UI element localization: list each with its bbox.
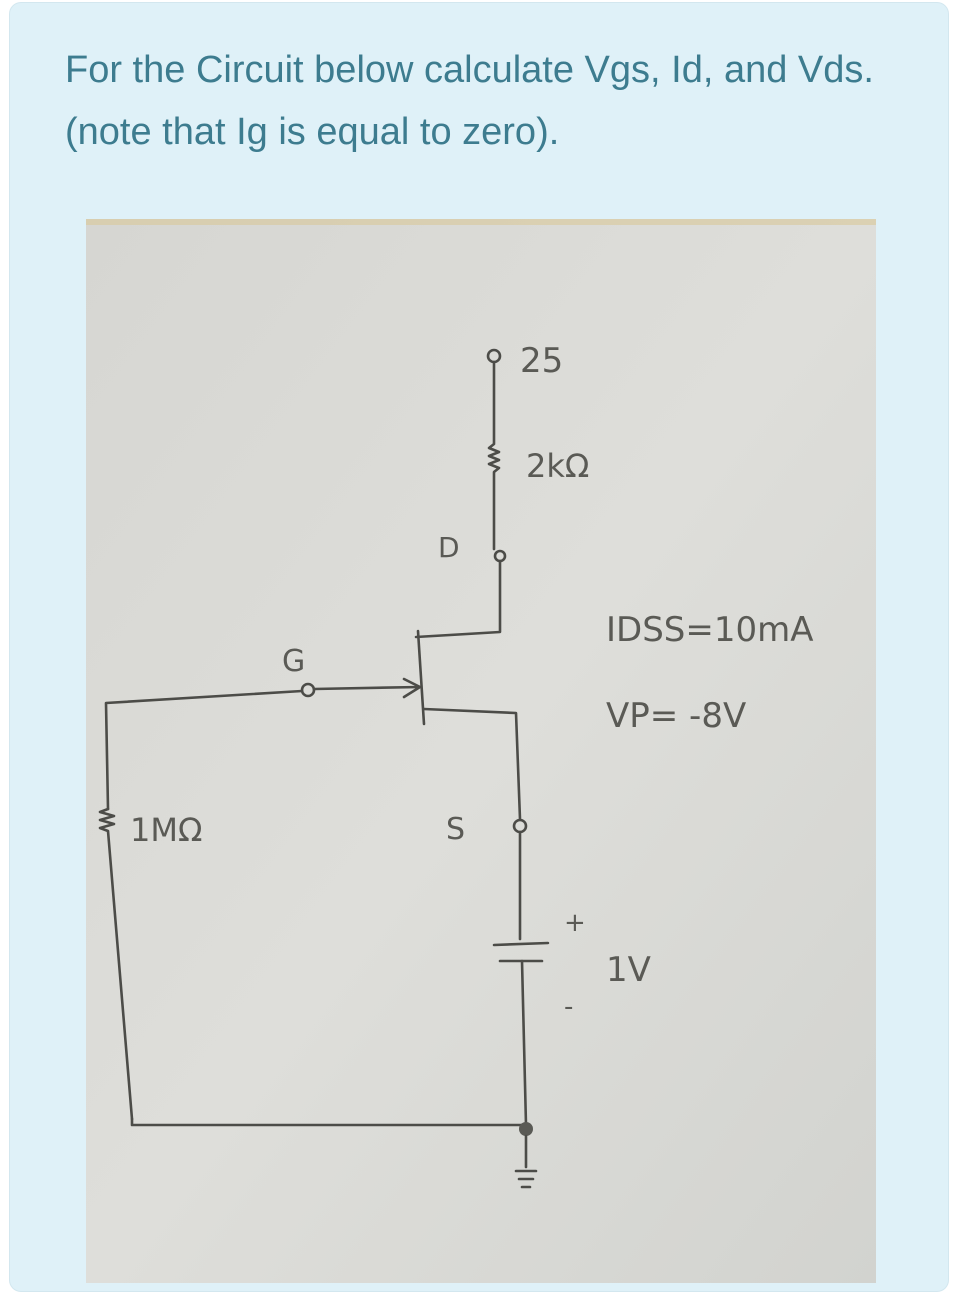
source-label: S	[446, 812, 465, 847]
drain-label: D	[438, 531, 460, 564]
gate-label: G	[282, 644, 305, 679]
gate-resistor-label: 1MΩ	[130, 811, 202, 849]
supply-label: 25	[520, 341, 563, 381]
circuit-photo: 25 2kΩ D G 1MΩ S	[86, 219, 876, 1283]
drain-wire	[414, 559, 502, 639]
gate-arrow	[312, 677, 422, 699]
idss-label: IDSS=10mA	[606, 610, 814, 650]
bottom-wire	[130, 1117, 528, 1127]
drain-resistor-label: 2kΩ	[526, 447, 589, 485]
battery-plus: +	[564, 908, 586, 938]
source-wire	[422, 707, 522, 821]
paper-background	[86, 219, 876, 1283]
question-card: For the Circuit below calculate Vgs, Id,…	[9, 2, 949, 1292]
paper-edge	[86, 219, 876, 225]
battery-minus: -	[564, 992, 573, 1022]
ground-symbol	[514, 1134, 538, 1189]
gate-resistor	[98, 807, 134, 1121]
question-text: For the Circuit below calculate Vgs, Id,…	[65, 49, 874, 153]
drain-resistor	[487, 360, 501, 551]
gate-wire	[104, 689, 304, 811]
circuit-drawing: 25 2kΩ D G 1MΩ S	[86, 219, 876, 1283]
battery-to-ground-wire	[520, 959, 528, 1127]
vp-label: VP= -8V	[606, 696, 746, 736]
battery-label: 1V	[606, 950, 651, 990]
ground-node	[519, 1122, 533, 1136]
